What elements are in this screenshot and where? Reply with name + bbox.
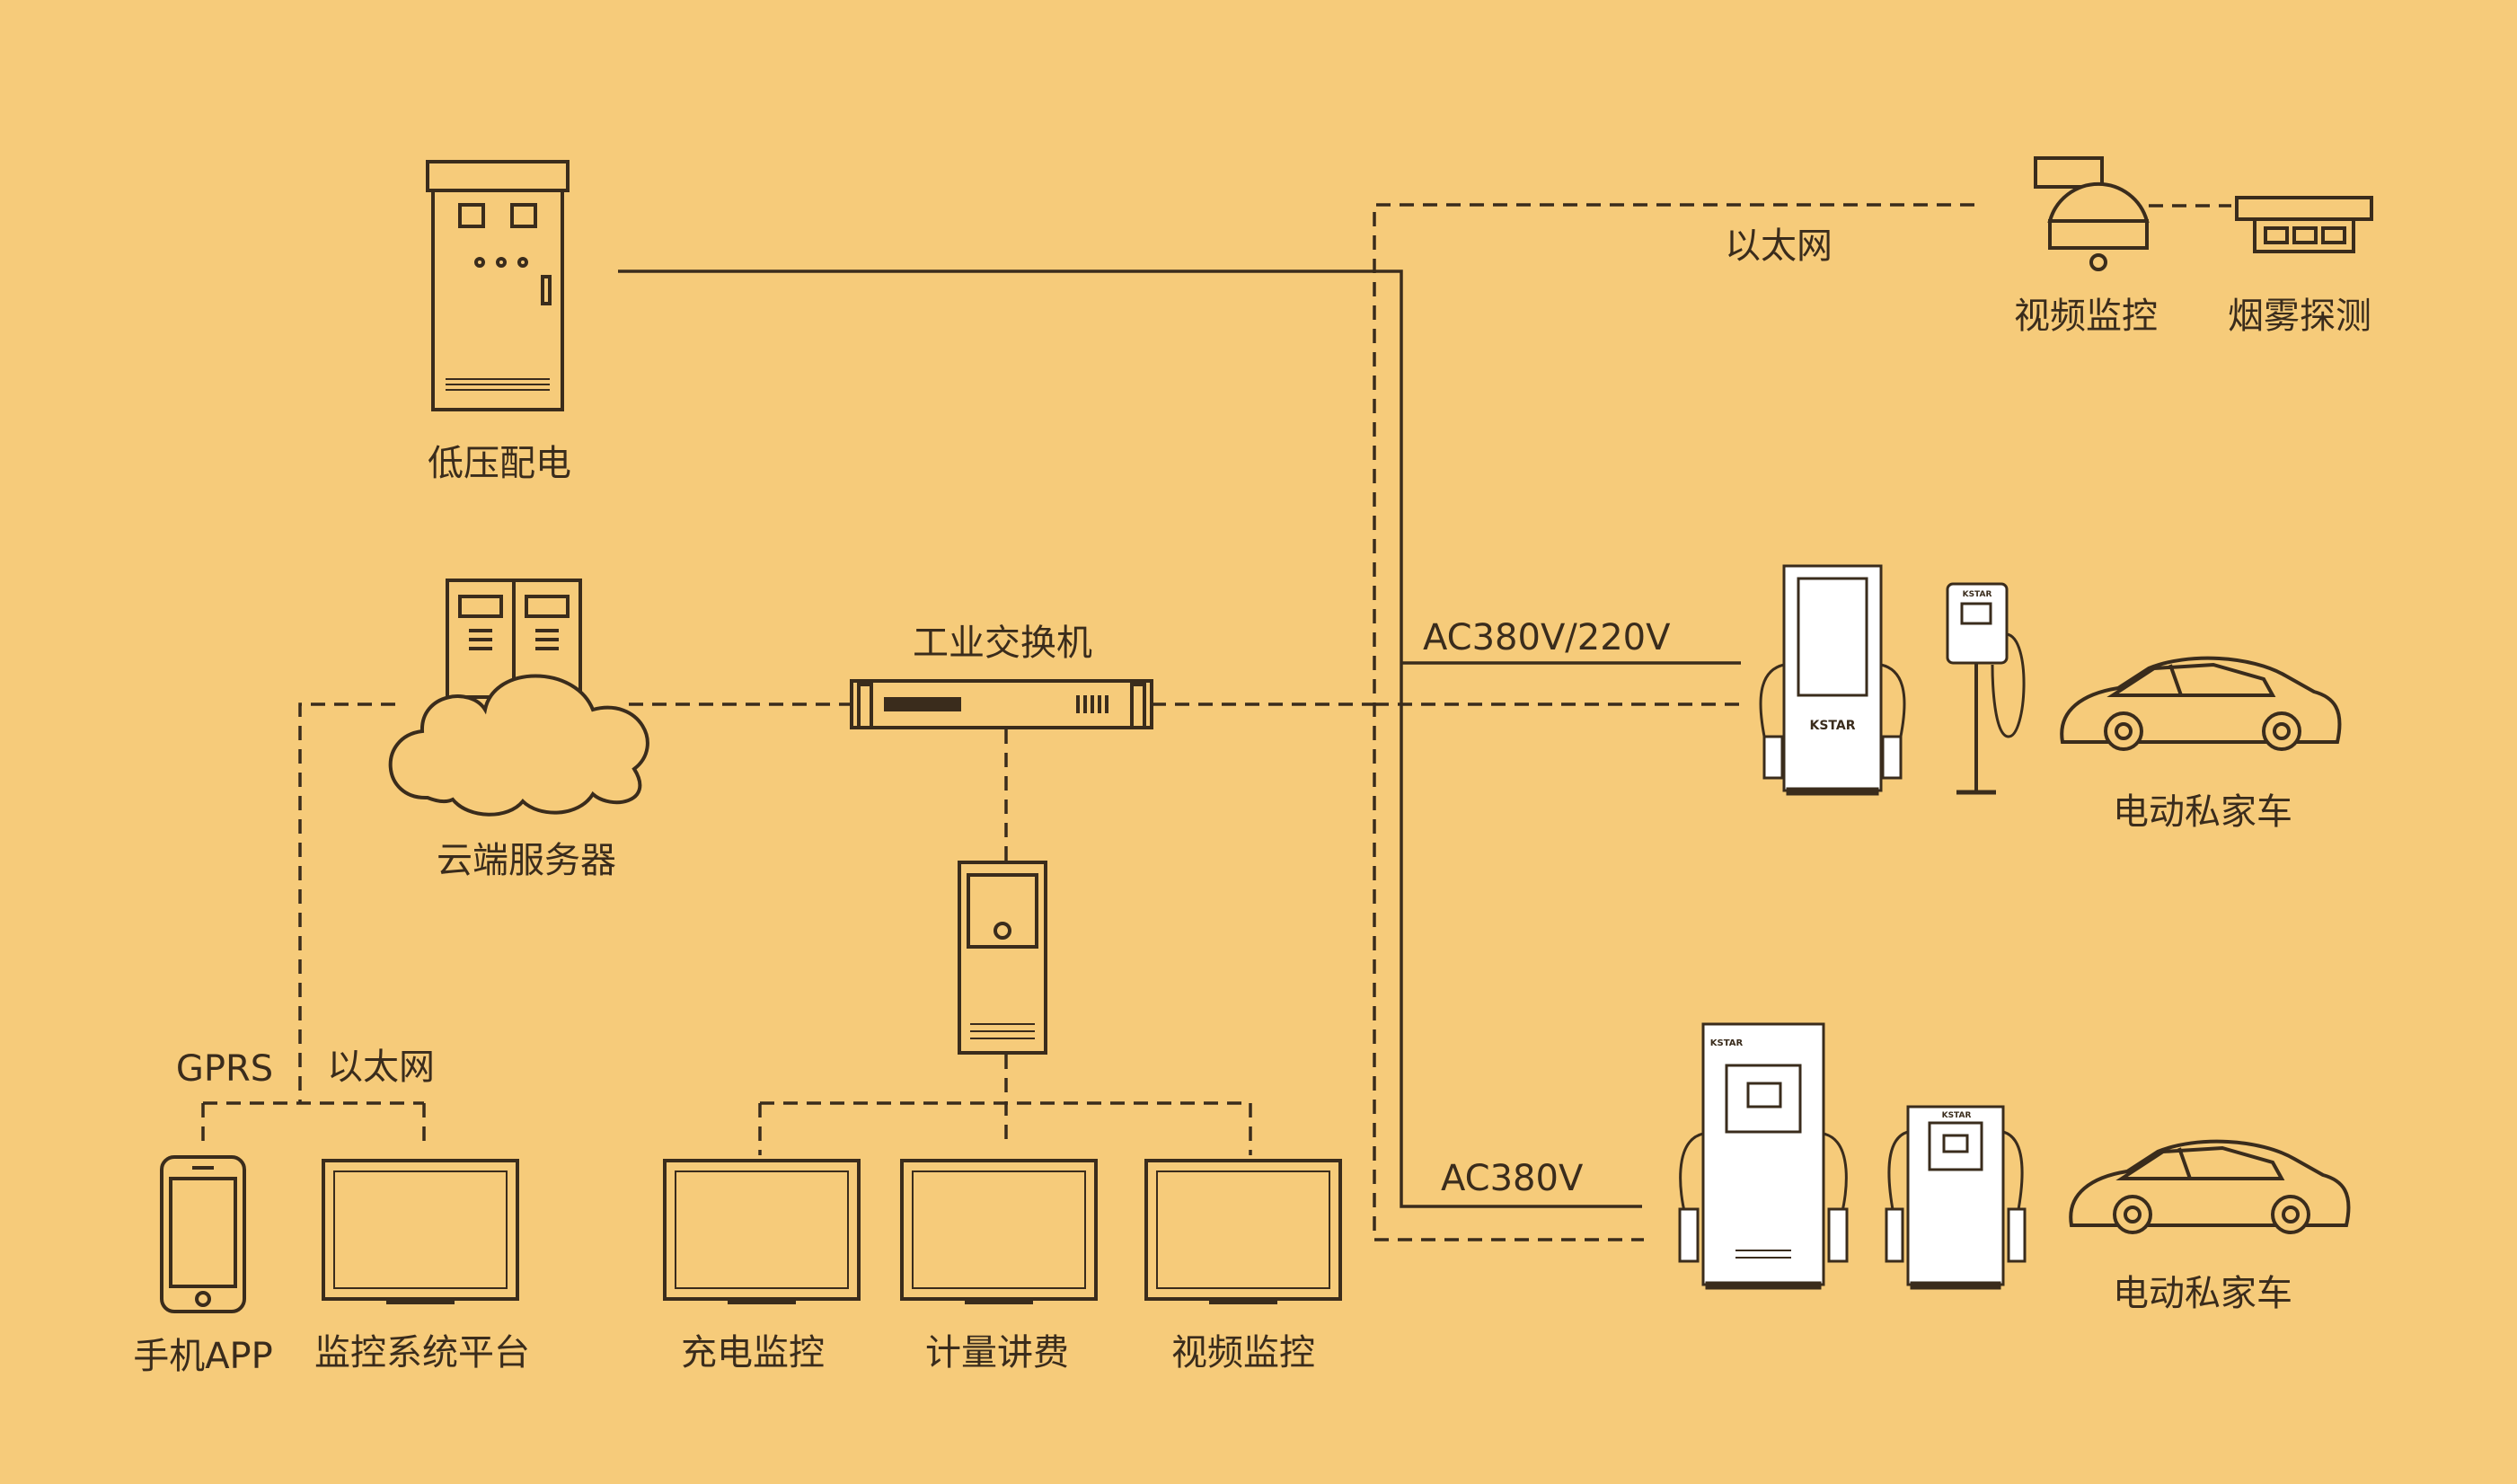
monitor-platform-icon bbox=[322, 1159, 519, 1304]
car-top-label: 电动私家车 bbox=[2113, 791, 2292, 833]
cloud-server-label: 云端服务器 bbox=[437, 840, 616, 881]
ethernet-bottom-label: 以太网 bbox=[327, 1047, 435, 1088]
small-dc-charger-brand: KSTAR bbox=[1942, 1111, 1972, 1120]
car-bottom-icon bbox=[2069, 1139, 2351, 1234]
ac-charger-brand: KSTAR bbox=[1963, 590, 1992, 599]
ethernet-top-label: 以太网 bbox=[1725, 225, 1833, 267]
phone-icon bbox=[160, 1155, 246, 1313]
cloud-to-left bbox=[298, 702, 395, 1103]
small-dc-charger-icon bbox=[1885, 1105, 2027, 1290]
low-voltage-label: 低压配电 bbox=[428, 443, 571, 484]
charge-monitor-label: 充电监控 bbox=[681, 1332, 825, 1374]
smoke-detector-icon bbox=[2235, 196, 2373, 253]
ac380-label: AC380V bbox=[1441, 1158, 1584, 1199]
ethernet-bus bbox=[1373, 203, 1974, 1241]
low-voltage-cabinet-icon bbox=[426, 160, 570, 411]
metering-monitor-icon bbox=[900, 1159, 1098, 1304]
switch-label: 工业交换机 bbox=[913, 623, 1092, 664]
camera-icon bbox=[2034, 156, 2150, 271]
large-dc-charger-icon bbox=[1678, 1022, 1849, 1290]
gprs-label: GPRS bbox=[175, 1048, 274, 1090]
charge-monitor-icon bbox=[663, 1159, 861, 1304]
monitor-platform-label: 监控系统平台 bbox=[314, 1332, 530, 1374]
smoke-label: 烟雾探测 bbox=[2228, 296, 2371, 337]
power-line-ac bbox=[618, 269, 1642, 1208]
video-top-label: 视频监控 bbox=[2014, 296, 2158, 337]
connection-lines bbox=[201, 203, 2231, 1241]
ac380-220-label: AC380V/220V bbox=[1423, 617, 1671, 658]
video-monitor-icon bbox=[1144, 1159, 1342, 1304]
industrial-switch-icon bbox=[850, 679, 1153, 729]
cloud-server-icon bbox=[388, 579, 649, 817]
video-bottom-label: 视频监控 bbox=[1171, 1332, 1315, 1374]
car-top-icon bbox=[2060, 656, 2342, 751]
server-tower-icon bbox=[958, 861, 1047, 1055]
large-dc-charger-brand: KSTAR bbox=[1710, 1038, 1744, 1048]
ac-charger-icon bbox=[1946, 582, 2026, 795]
metering-label: 计量讲费 bbox=[925, 1332, 1069, 1374]
car-bottom-label: 电动私家车 bbox=[2113, 1273, 2292, 1314]
phone-label: 手机APP bbox=[133, 1336, 273, 1377]
fast-charger-icon bbox=[1759, 564, 1906, 796]
fast-charger-brand: KSTAR bbox=[1809, 719, 1855, 733]
